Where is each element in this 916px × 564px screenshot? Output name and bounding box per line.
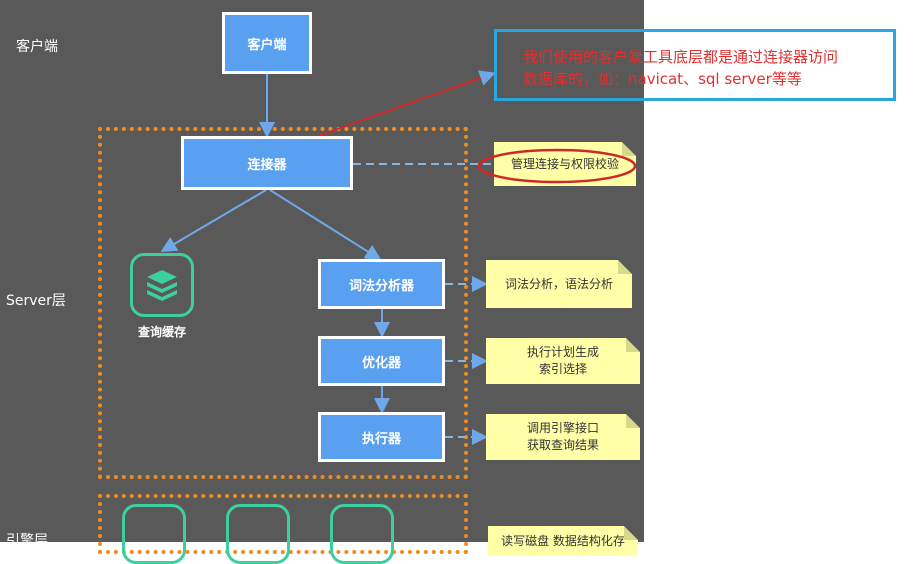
red-ellipse-highlight <box>477 148 637 184</box>
callout-box: 我们使用的客户端工具底层都是通过连接器访问 数据库的，如：navicat、sql… <box>494 29 896 101</box>
connector-node[interactable]: 连接器 <box>181 136 353 190</box>
note-executor: 调用引擎接口 获取查询结果 <box>486 414 640 460</box>
engine-db-icon-2 <box>226 504 290 564</box>
optimizer-node[interactable]: 优化器 <box>318 336 445 386</box>
stack-icon <box>147 270 177 301</box>
server-layer-boundary <box>98 127 468 479</box>
parser-node[interactable]: 词法分析器 <box>318 259 445 309</box>
layer-label-server: Server层 <box>6 293 66 309</box>
query-cache-icon[interactable] <box>130 253 194 317</box>
layer-label-client: 客户端 <box>16 39 58 55</box>
engine-db-icon-1 <box>122 504 186 564</box>
note-parser: 词法分析，语法分析 <box>486 260 632 308</box>
diagram-canvas: 客户端 Server层 引擎层 客户端 连接器 词法分析器 优化器 执行器 查询… <box>0 0 644 564</box>
executor-node[interactable]: 执行器 <box>318 412 445 462</box>
note-engine: 读写磁盘 数据结构化存 <box>488 526 638 556</box>
note-optimizer: 执行计划生成 索引选择 <box>486 338 640 384</box>
connector-lines <box>160 70 496 445</box>
callout-line-2: 数据库的，如：navicat、sql server等等 <box>523 70 802 88</box>
callout-line-1: 我们使用的客户端工具底层都是通过连接器访问 <box>523 48 839 66</box>
engine-cache-icon <box>330 504 394 564</box>
client-node[interactable]: 客户端 <box>222 12 312 74</box>
query-cache-label: 查询缓存 <box>138 325 187 339</box>
